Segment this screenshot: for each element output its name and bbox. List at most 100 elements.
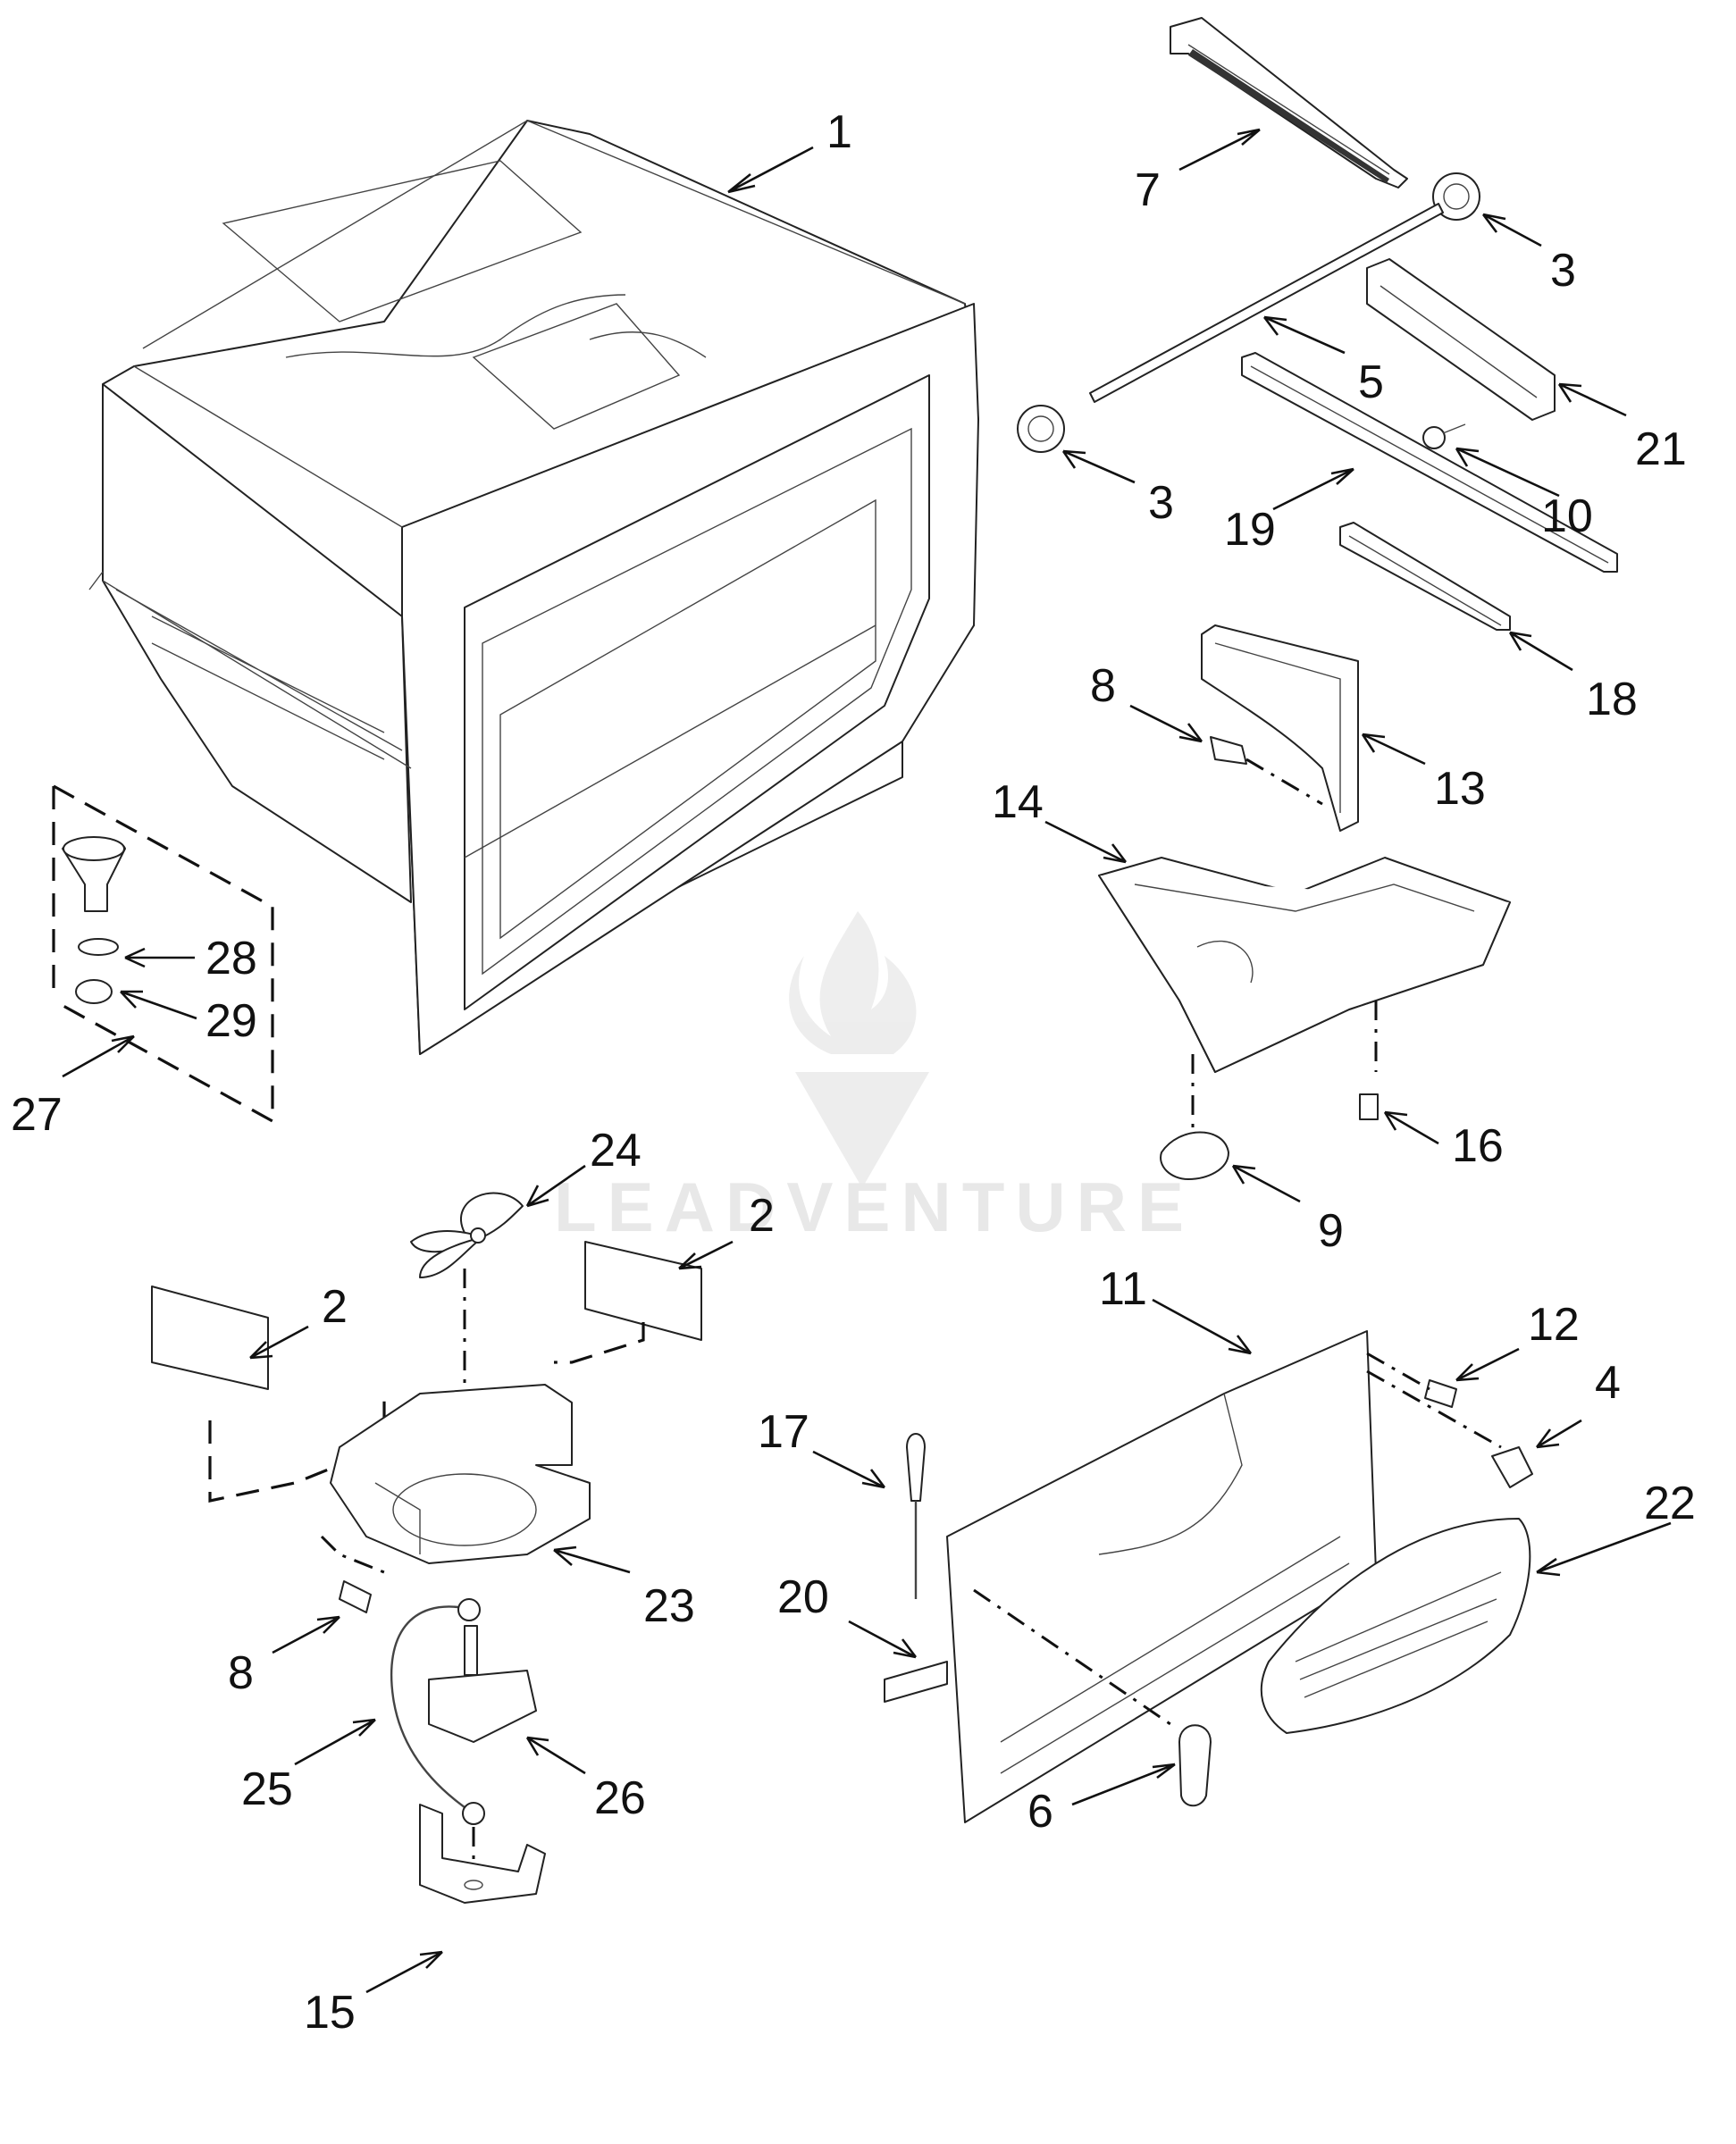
arrow-2a	[678, 1240, 734, 1270]
arrow-3a	[1481, 213, 1542, 247]
leader-line-11-4	[1366, 1369, 1502, 1449]
arrow-11	[1152, 1298, 1253, 1355]
arrow-12	[1455, 1347, 1520, 1382]
callout-11: 11	[1099, 1263, 1147, 1315]
part-28-washer	[78, 938, 119, 956]
arrow-13	[1361, 733, 1426, 766]
arrow-1	[727, 146, 814, 194]
part-8-screw-lower	[339, 1580, 372, 1613]
part-12-screw	[1424, 1379, 1457, 1408]
arrow-27	[62, 1034, 135, 1078]
part-3-gear-lower	[1017, 405, 1065, 453]
callout-7: 7	[1135, 164, 1161, 216]
arrow-19	[1272, 467, 1354, 511]
leader-line-8-13	[1245, 758, 1323, 806]
callout-8a: 8	[1090, 660, 1116, 712]
part-21-bracket	[1366, 258, 1556, 421]
part-9-knob	[1160, 1131, 1229, 1180]
part-11-cover	[946, 1330, 1377, 1823]
part-10-screw	[1422, 423, 1466, 449]
arrow-23	[553, 1545, 631, 1574]
callout-13: 13	[1434, 763, 1486, 815]
leader-line-23-8	[320, 1535, 385, 1574]
callout-14: 14	[992, 776, 1044, 828]
part-7-track	[1170, 17, 1408, 188]
arrow-8a	[1129, 704, 1203, 743]
part-19-slide	[1241, 352, 1618, 573]
arrow-2b	[249, 1325, 309, 1360]
arrow-6	[1071, 1763, 1176, 1806]
callout-22: 22	[1644, 1478, 1696, 1529]
callout-19: 19	[1224, 504, 1276, 556]
arrow-8b	[272, 1615, 340, 1654]
callout-27: 27	[11, 1089, 63, 1141]
part-2-insulation-right	[584, 1241, 702, 1341]
arrow-21	[1557, 382, 1627, 417]
part-13-bracket	[1201, 624, 1359, 832]
callout-5: 5	[1358, 356, 1384, 408]
arrow-29	[120, 990, 197, 1020]
callout-arrows	[62, 128, 1672, 1994]
part-29-cap	[75, 979, 113, 1004]
arrow-26	[525, 1736, 586, 1775]
part-27-valve-kit	[52, 784, 274, 1124]
arrow-16	[1383, 1110, 1439, 1145]
part-20-foam-strip	[884, 1661, 948, 1703]
callout-20: 20	[777, 1571, 829, 1623]
arrow-4	[1535, 1419, 1582, 1449]
leader-line-2-left	[208, 1394, 386, 1503]
part-4-sensor	[1491, 1446, 1533, 1488]
callout-2b: 2	[322, 1281, 348, 1333]
part-8-screw-upper	[1210, 736, 1247, 765]
leader-line-2-right	[554, 1322, 645, 1364]
part-15-bracket	[419, 1804, 546, 1904]
arrow-9	[1231, 1164, 1301, 1203]
arrow-7	[1178, 128, 1261, 172]
callout-28: 28	[205, 933, 257, 984]
part-6-bulb	[1178, 1724, 1212, 1807]
callout-6: 6	[1027, 1786, 1053, 1838]
arrow-10	[1455, 447, 1560, 498]
callout-15: 15	[304, 1987, 356, 2039]
part-14-bin	[1098, 857, 1511, 1073]
callout-3a: 3	[1550, 245, 1576, 297]
arrow-25	[294, 1718, 376, 1766]
part-3-gear-upper	[1432, 172, 1480, 221]
arrow-5	[1262, 315, 1346, 355]
callout-3b: 3	[1148, 477, 1174, 529]
part-23-fan-housing	[330, 1384, 591, 1564]
arrow-3b	[1061, 449, 1136, 484]
callout-21: 21	[1635, 423, 1687, 475]
callout-labels: 1 7 3 5 21 3 10 19 18 8 13 14 28 29 27 1…	[11, 106, 1696, 2039]
arrow-22	[1536, 1521, 1672, 1577]
callout-1: 1	[826, 106, 852, 158]
watermark: LEADVENTURE	[554, 911, 1184, 1246]
callout-23: 23	[643, 1580, 695, 1632]
callout-24: 24	[590, 1125, 642, 1177]
part-5-shaft	[1089, 203, 1444, 403]
arrow-18	[1508, 631, 1573, 672]
part-2-insulation-left	[151, 1286, 269, 1390]
leader-line-11-12	[1366, 1352, 1430, 1391]
callout-8b: 8	[228, 1647, 254, 1699]
arrow-20	[848, 1620, 918, 1659]
part-1-liner	[88, 120, 979, 1055]
callout-25: 25	[241, 1763, 293, 1815]
callout-4: 4	[1595, 1357, 1621, 1409]
arrow-28	[124, 947, 195, 968]
part-26-motor	[428, 1625, 537, 1743]
callout-18: 18	[1586, 674, 1638, 725]
callout-26: 26	[594, 1772, 646, 1824]
arrow-14	[1044, 820, 1128, 864]
callout-10: 10	[1541, 490, 1593, 542]
callout-9: 9	[1318, 1205, 1344, 1257]
callout-12: 12	[1528, 1299, 1580, 1351]
callout-2a: 2	[749, 1190, 775, 1242]
part-22-grille	[1260, 1518, 1531, 1734]
part-16-clip	[1359, 1093, 1379, 1120]
part-17-thermistor	[906, 1433, 926, 1599]
callout-16: 16	[1452, 1120, 1504, 1172]
arrow-24	[525, 1164, 586, 1208]
callout-29: 29	[205, 995, 257, 1047]
